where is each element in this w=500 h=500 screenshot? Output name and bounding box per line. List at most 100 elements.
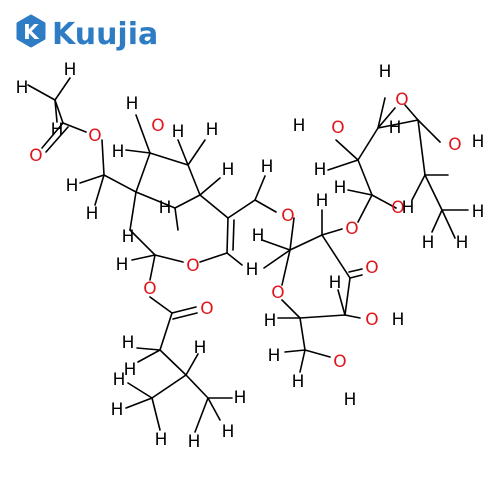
atom-H: H [316,191,329,211]
atom-O: O [365,310,378,330]
bond [349,274,363,279]
bond [357,159,373,196]
bond [127,382,153,399]
bond [136,347,161,351]
atom-H: H [113,370,126,390]
bond [149,296,173,314]
bond [54,77,71,101]
bond [304,349,331,358]
bond [187,164,201,196]
bond-layer [27,77,469,433]
atom-H: H [344,390,357,410]
bond [174,194,201,209]
bond [103,174,137,193]
bond [185,353,199,376]
bond [335,139,359,161]
bond [135,114,151,154]
bond [62,122,87,133]
bond [226,217,229,254]
bond [174,207,179,231]
bond [149,254,156,281]
bond [347,189,373,196]
bond [101,139,105,176]
bond [79,174,105,184]
bond [424,174,443,211]
atom-O: O [331,118,344,138]
atom-H: H [51,120,64,140]
bond [199,252,228,263]
atom-H: H [64,60,77,80]
atom-H: H [116,255,129,275]
atom-H: H [112,142,125,162]
bond [299,349,306,373]
bond [371,194,397,209]
atom-H: H [472,132,485,152]
atom-label-layer: H H H O O H H H O H H H H H H H O H H O … [16,60,485,452]
bond [289,217,295,251]
atom-H: H [206,120,219,140]
atom-H: H [234,388,247,408]
bond [177,139,189,166]
atom-H: H [293,116,306,136]
logo-mark-icon: K [16,14,46,48]
atom-H: H [124,360,137,380]
bond [226,252,243,266]
atom-O: O [151,116,164,136]
bond [321,234,351,279]
bond [227,199,256,219]
bond [289,234,323,251]
bond [254,175,266,201]
atom-H: H [111,400,124,420]
atom-H: H [159,198,172,218]
bond [263,249,291,269]
logo-text: Kuujia [52,17,158,52]
atom-O: O [143,279,156,299]
atom-O: O [271,283,284,303]
atom-H: H [422,233,435,253]
bond [431,209,443,233]
atom-H: H [392,310,405,330]
bond [348,268,363,273]
bond [321,228,343,236]
atom-H: H [194,338,207,358]
atom-H: H [188,432,201,452]
atom-H: H [222,422,235,442]
atom-H: H [246,260,259,280]
bond [185,374,209,399]
bond [54,99,58,123]
bond [357,127,379,161]
bond [344,277,351,316]
bond [125,397,153,409]
atom-H: H [122,333,135,353]
bond [194,397,209,433]
bond [299,314,346,319]
bond [129,191,137,231]
atom-H: H [222,160,235,180]
atom-O: O [448,135,461,155]
bond [417,119,441,143]
bond [377,107,396,129]
bond [149,152,189,166]
atom-O: O [365,258,378,278]
bond [135,191,176,209]
atom-O: O [391,198,404,218]
bond [284,349,306,353]
bond [199,194,229,219]
atom-H: H [264,311,277,331]
bond [344,314,361,319]
atom-H: H [292,372,305,392]
bond [41,122,64,149]
atom-H: H [122,227,135,247]
atom-H: H [402,198,415,218]
bond [187,139,206,166]
atom-H: H [456,233,469,253]
atom-O: O [200,299,213,319]
atom-H: H [472,202,485,222]
bond [54,99,64,124]
bond [129,229,156,256]
bond [159,349,187,376]
bond [261,239,291,251]
atom-O: O [186,256,199,276]
bond [135,152,151,193]
bond [27,84,56,101]
